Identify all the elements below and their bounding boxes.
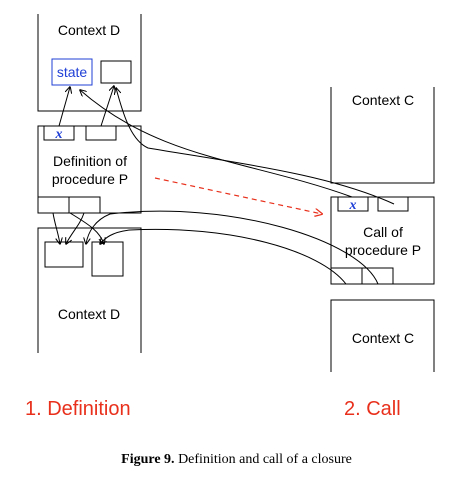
context-c-bottom-label: Context C (352, 330, 414, 346)
call-label-line2: procedure P (345, 242, 421, 258)
arrow-call-param1-to-box (100, 228, 347, 285)
arrow-def-param1-down (52, 212, 60, 244)
step-definition-label: 1. Definition (25, 398, 131, 420)
arrow-def-param2-down (66, 212, 85, 244)
state-label: state (57, 64, 88, 80)
connectors (52, 86, 395, 285)
context-d-bottom-box-2 (91, 241, 124, 277)
definition-label-line2: procedure P (52, 171, 128, 187)
context-c-top: Context C (330, 87, 435, 184)
arrow-def-x-to-state (58, 87, 70, 127)
arrow-call-x-to-state (80, 90, 353, 198)
call-x-mark: x (349, 198, 357, 213)
context-c-bottom: Context C (330, 299, 435, 372)
call-param-slot-2 (361, 267, 394, 285)
state-box (51, 58, 93, 86)
definition-env-slot (85, 125, 117, 141)
definition-label-line1: Definition of (53, 153, 127, 169)
definition-to-call-arrow (154, 177, 322, 214)
context-d-top: Context D state (37, 14, 142, 112)
arrow-call-param2-to-box (86, 210, 379, 285)
context-d-bottom-box-1 (44, 241, 84, 268)
definition-param-slot-1 (37, 196, 70, 214)
arrow-def-env-to-slot (100, 86, 114, 127)
context-d-slot (100, 60, 132, 84)
context-d-bottom: Context D (37, 227, 142, 353)
call-block: x Call of procedure P (330, 196, 435, 285)
step-call-label: 2. Call (344, 398, 401, 420)
definition-block: x Definition of procedure P (37, 125, 142, 214)
call-label-line1: Call of (363, 224, 403, 240)
figure-caption: Figure 9. Definition and call of a closu… (0, 452, 473, 468)
definition-param-slot-2 (68, 196, 101, 214)
context-c-top-label: Context C (352, 92, 414, 108)
call-param-slot-1 (330, 267, 363, 285)
figure-caption-text: Definition and call of a closure (178, 452, 352, 467)
definition-x-mark: x (55, 127, 63, 142)
figure-label: Figure 9. (121, 452, 175, 467)
context-d-bottom-label: Context D (58, 306, 120, 322)
context-d-top-label: Context D (58, 22, 120, 38)
arrow-call-env-to-slot (116, 88, 395, 205)
call-env-slot (377, 196, 409, 212)
call-env-slot-x (337, 196, 369, 212)
